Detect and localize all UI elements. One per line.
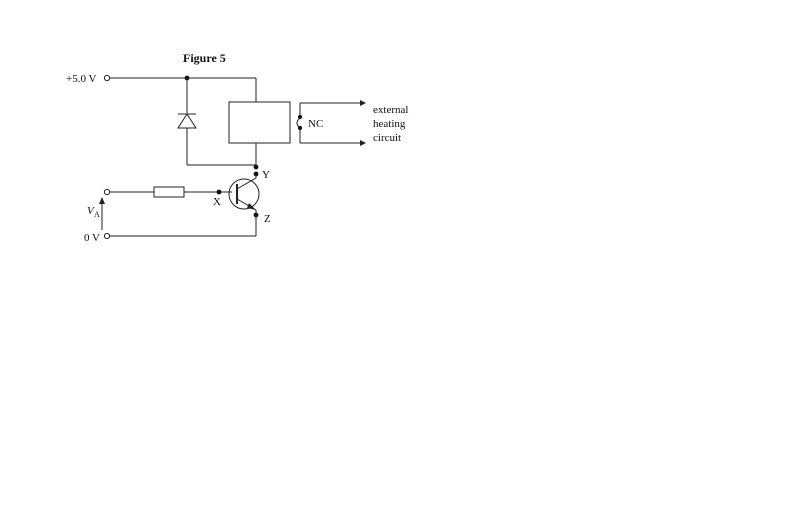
external-label-line-3: circuit — [373, 132, 401, 144]
node-y-dot — [253, 164, 259, 170]
collector-dot — [253, 171, 259, 177]
transistor-collector — [236, 177, 257, 190]
figure-title: Figure 5 — [183, 51, 226, 65]
ground-label: 0 V — [84, 232, 100, 244]
supply-terminal — [103, 74, 111, 82]
node-z-label: Z — [264, 213, 271, 225]
diode-icon — [177, 113, 197, 129]
external-label-line-2: heating — [373, 118, 406, 130]
emitter-arrow-icon — [247, 203, 256, 210]
input-terminal — [103, 188, 111, 196]
switch-nc-label: NC — [308, 118, 323, 130]
arrow-head-top — [360, 100, 366, 106]
ground-terminal — [103, 232, 111, 240]
supply-label: +5.0 V — [66, 73, 97, 85]
resistor — [153, 186, 185, 198]
external-label-line-1: external — [373, 104, 408, 116]
node-y-label: Y — [262, 169, 270, 181]
transistor-icon — [228, 178, 260, 210]
va-label: V — [87, 205, 95, 217]
switch-contact-top — [297, 114, 303, 120]
va-subscript: A — [94, 210, 100, 219]
node-x-label: X — [213, 196, 221, 208]
arrow-head-bottom — [360, 140, 366, 146]
node-x-dot — [216, 189, 222, 195]
va-arrow-head — [99, 197, 105, 204]
relay-coil — [228, 101, 291, 144]
